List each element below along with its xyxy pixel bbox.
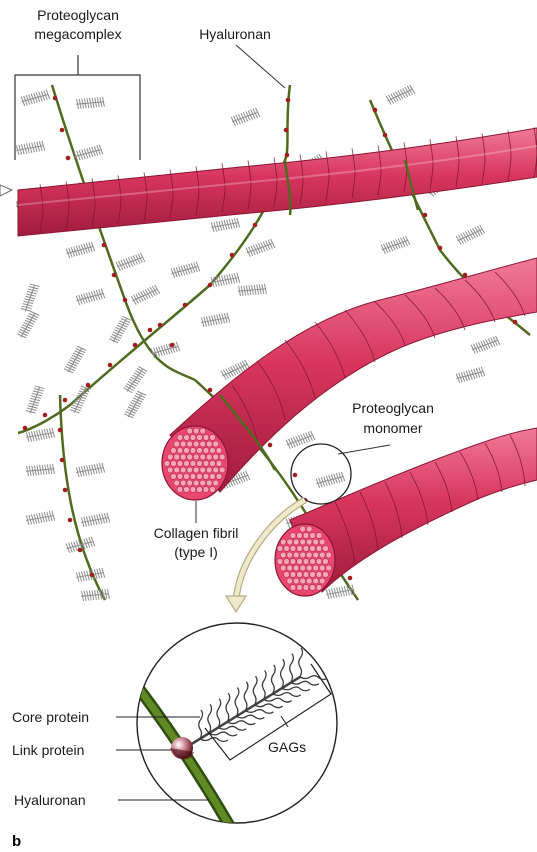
link-protein-dot — [348, 576, 353, 581]
gag-tuft — [470, 336, 500, 355]
link-protein-dot — [66, 156, 71, 161]
panel-letter: b — [12, 833, 21, 850]
gag-tuft — [80, 513, 109, 528]
gag-tuft — [115, 253, 145, 272]
link-protein-dot — [63, 398, 68, 403]
hyaluronan-strand — [60, 395, 105, 600]
link-protein-dot — [268, 443, 273, 448]
link-protein-dot — [23, 426, 28, 431]
hyaluronan-bottom-label: Hyaluronan — [14, 792, 86, 808]
left-arrow-icon — [0, 185, 12, 196]
gag-tuft — [26, 464, 55, 476]
link-protein-dot — [170, 343, 175, 348]
link-protein-dot — [208, 283, 213, 288]
link-protein-dot — [208, 388, 213, 393]
core-protein-label: Core protein — [12, 709, 89, 725]
gags-label: GAGs — [268, 739, 306, 755]
link-protein-dot — [383, 133, 388, 138]
gag-tuft — [238, 284, 267, 296]
link-protein-dot — [78, 548, 83, 553]
gag-tuft — [130, 285, 160, 306]
link-protein-dot — [112, 273, 117, 278]
link-protein-dot — [86, 383, 91, 388]
link-protein-dot — [284, 128, 289, 133]
gag-tuft — [76, 97, 105, 109]
gag-tuft — [380, 236, 410, 255]
link-protein-dot — [133, 343, 138, 348]
gag-tuft — [325, 585, 354, 600]
gag-tuft — [230, 108, 260, 127]
link-protein-dot — [90, 573, 95, 578]
link-protein-dot — [513, 320, 518, 325]
link-protein-dot — [183, 303, 188, 308]
link-protein-dot — [108, 363, 113, 368]
gag-tuft — [210, 218, 239, 233]
gag-tuft — [21, 283, 40, 313]
link-protein-dot — [286, 98, 291, 103]
zoom-inset — [137, 623, 337, 830]
link-protein-label: Link protein — [12, 742, 84, 758]
link-protein-dot — [53, 96, 58, 101]
link-protein-dot — [43, 413, 48, 418]
link-protein-dot — [253, 223, 258, 228]
link-protein-dot — [148, 328, 153, 333]
gag-tuft — [285, 431, 315, 450]
link-protein-dot — [60, 128, 65, 133]
link-protein-dot — [293, 473, 298, 478]
link-protein-dot — [438, 246, 443, 251]
gag-tuft — [455, 367, 485, 384]
collagen-label: (type I) — [174, 544, 218, 560]
link-protein-dot — [60, 458, 65, 463]
gag-tuft — [75, 463, 104, 478]
megacomplex-label: Proteoglycan — [37, 7, 119, 23]
gag-tuft — [200, 313, 229, 328]
gag-tuft — [73, 145, 103, 162]
link-protein-dot — [102, 243, 107, 248]
link-protein-dot — [230, 253, 235, 258]
gag-tuft — [315, 472, 345, 489]
link-protein-dot — [68, 518, 73, 523]
gag-tuft — [210, 273, 239, 288]
link-protein-dot — [58, 428, 63, 433]
gag-tuft — [455, 225, 485, 246]
gag-tuft — [65, 242, 95, 259]
collagen-fibril-top — [18, 127, 537, 236]
gag-tuft — [75, 289, 105, 306]
hyaluronan-top-label: Hyaluronan — [199, 26, 271, 42]
link-protein-dot — [63, 488, 68, 493]
collagen-fibril-lower — [275, 428, 537, 596]
gag-tuft — [109, 315, 132, 344]
link-protein-dot — [123, 298, 128, 303]
gag-tuft — [245, 239, 275, 258]
gag-tuft — [64, 345, 87, 374]
gag-tuft — [123, 366, 147, 395]
gag-tuft — [385, 85, 415, 106]
gag-tuft — [170, 262, 200, 279]
gag-tuft — [26, 385, 45, 415]
gag-tuft — [25, 511, 54, 526]
gag-tuft — [17, 310, 40, 339]
gag-tuft — [15, 141, 44, 156]
megacomplex-label: megacomplex — [34, 26, 121, 42]
collagen-label: Collagen fibril — [154, 525, 239, 541]
link-protein-dot — [158, 323, 163, 328]
megacomplex-bracket — [15, 55, 140, 160]
monomer-label: Proteoglycan — [352, 400, 434, 416]
hyaluronan-leader — [236, 45, 285, 88]
monomer-label: monomer — [363, 420, 422, 436]
hyaluronan-strand — [52, 85, 195, 380]
monomer-leader — [338, 445, 390, 454]
gag-tuft — [20, 90, 50, 107]
link-protein-dot — [373, 108, 378, 113]
gag-tuft — [124, 390, 147, 419]
link-protein-dot — [285, 153, 290, 158]
link-protein-dot — [423, 213, 428, 218]
